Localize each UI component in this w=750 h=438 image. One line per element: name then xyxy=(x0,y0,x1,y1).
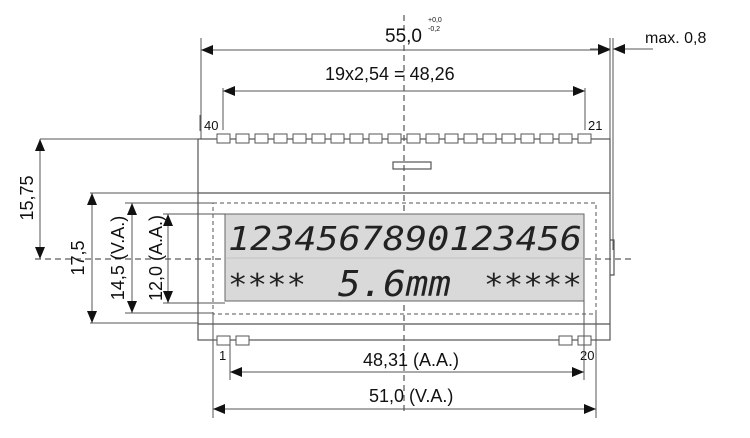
max-thickness-dimension: max. 0,8 xyxy=(590,30,706,54)
active-area-width-dimension: 48,31 (A.A.) xyxy=(230,350,584,377)
pin-label-1: 1 xyxy=(219,348,226,363)
overall-width-dimension: 55,0 +0,0 -0,2 xyxy=(200,17,614,250)
viewing-area-width-dimension: 51,0 (V.A.) xyxy=(213,386,596,414)
pin-label-21: 21 xyxy=(588,118,602,133)
active-area-width-label: 48,31 (A.A.) xyxy=(363,350,459,370)
pin-label-20: 20 xyxy=(580,348,594,363)
top-pin-row xyxy=(216,133,592,144)
total-height-label: 17,5 xyxy=(68,240,88,275)
key-slot xyxy=(392,161,432,170)
overall-width-tol-upper: +0,0 xyxy=(428,17,442,24)
lcd-active-area: 1234567890123456 **** 5.6mm ***** xyxy=(224,213,585,305)
viewing-area-height-label: 14,5 (V.A.) xyxy=(108,216,128,300)
pin-label-40: 40 xyxy=(204,118,218,133)
height-to-center-label: 15,75 xyxy=(17,175,37,220)
pin-pitch-label: 19x2,54 = 48,26 xyxy=(325,64,455,84)
pin-pitch-dimension: 19x2,54 = 48,26 xyxy=(222,64,586,130)
total-height-dimension: 17,5 xyxy=(68,193,97,323)
viewing-area-width-label: 51,0 (V.A.) xyxy=(369,386,453,406)
active-area-height-label: 12,0 (A.A.) xyxy=(146,215,166,301)
active-area-height-dimension: 12,0 (A.A.) xyxy=(146,214,173,303)
extension-lines xyxy=(40,138,597,418)
viewing-area-height-dimension: 14,5 (V.A.) xyxy=(108,203,137,313)
lcd-line-2-right: ***** xyxy=(484,268,582,303)
lcd-line-2-left: **** xyxy=(228,268,306,303)
module-body xyxy=(197,138,615,341)
height-to-center-dimension: 15,75 xyxy=(17,139,45,259)
lcd-line-2-center: 5.6mm xyxy=(338,264,451,305)
lcd-line-1: 1234567890123456 xyxy=(228,219,582,258)
viewing-area-outline xyxy=(212,202,597,315)
overall-width-label: 55,0 xyxy=(385,26,422,47)
overall-width-tol-lower: -0,2 xyxy=(428,26,440,33)
max-thickness-label: max. 0,8 xyxy=(645,30,706,47)
